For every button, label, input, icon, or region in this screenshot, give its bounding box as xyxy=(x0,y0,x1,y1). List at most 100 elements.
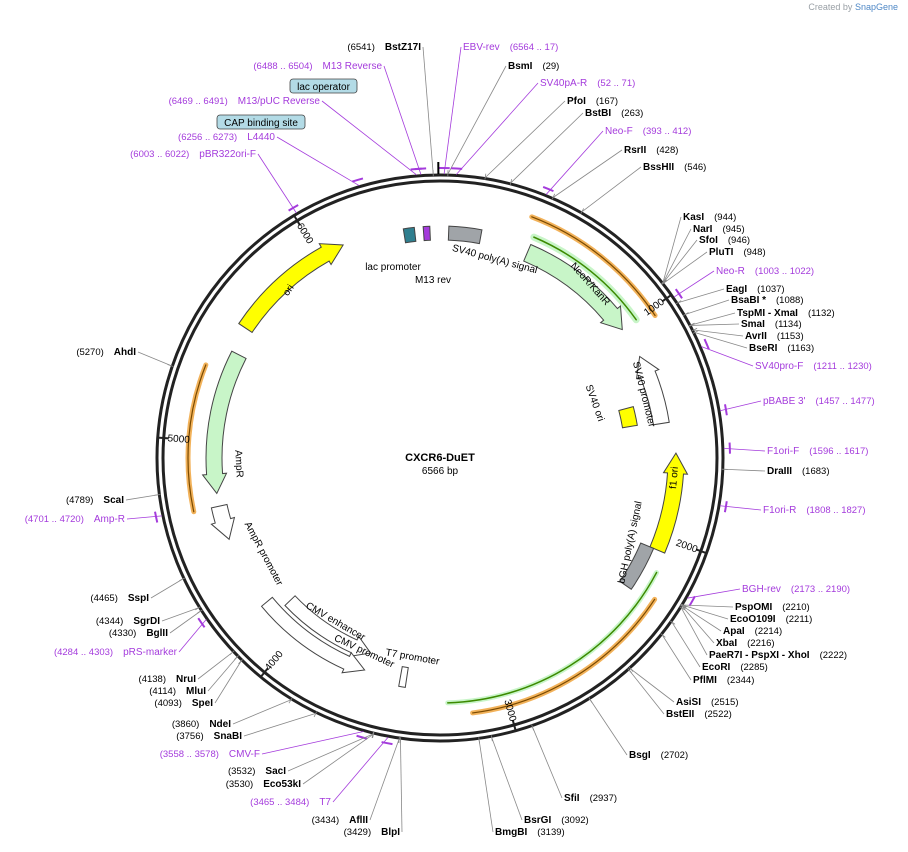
primer-label-sv40pro-f[interactable]: SV40pro-F(1211 .. 1230) xyxy=(755,361,872,372)
enzyme-label-aflii[interactable]: AflII(3434) xyxy=(312,815,369,826)
enzyme-label-apai[interactable]: ApaI(2214) xyxy=(723,626,782,637)
site-name: BmgBI xyxy=(495,827,527,838)
enzyme-label-pspomi[interactable]: PspOMI(2210) xyxy=(735,602,810,613)
tick-mark xyxy=(511,719,517,731)
primer-label-m13-puc-reverse[interactable]: M13/pUC Reverse(6469 .. 6491) xyxy=(169,96,321,107)
enzyme-label-eagi[interactable]: EagI(1037) xyxy=(726,284,785,295)
primer-label-f1ori-f[interactable]: F1ori-F(1596 .. 1617) xyxy=(767,446,868,457)
enzyme-label-snabi[interactable]: SnaBI(3756) xyxy=(176,731,242,742)
enzyme-label-kasi[interactable]: KasI(944) xyxy=(683,212,736,223)
primer-label-prs-marker[interactable]: pRS-marker(4284 .. 4303) xyxy=(54,647,178,658)
primer-label-f1ori-r[interactable]: F1ori-R(1808 .. 1827) xyxy=(763,505,866,516)
enzyme-label-rsrii[interactable]: RsrII(428) xyxy=(624,145,678,156)
tick-mark xyxy=(157,436,169,440)
enzyme-label-pluti[interactable]: PluTI(948) xyxy=(709,247,766,258)
enzyme-label-paer7i-pspxi-xhoi[interactable]: PaeR7I - PspXI - XhoI(2222) xyxy=(709,650,847,661)
site-name: BGH-rev xyxy=(742,584,781,595)
leader-line xyxy=(691,323,740,326)
enzyme-label-avrii[interactable]: AvrII(1153) xyxy=(745,331,804,342)
enzyme-label-asisi[interactable]: AsiSI (2515) xyxy=(676,697,738,708)
enzyme-label-sfii[interactable]: SfiI(2937) xyxy=(564,793,617,804)
site-position: (2216) xyxy=(747,638,774,649)
site-name: AvrII xyxy=(745,331,767,342)
primer-mark xyxy=(197,617,206,628)
site-mark xyxy=(238,659,243,665)
enzyme-label-bsrgi[interactable]: BsrGI(3092) xyxy=(524,815,589,826)
site-position: (2702) xyxy=(661,750,688,761)
site-position: (3756) xyxy=(176,731,203,742)
site-name: L4440 xyxy=(247,132,275,143)
enzyme-label-bstz17i[interactable]: BstZ17I(6541) xyxy=(347,42,421,53)
enzyme-label-bsteii[interactable]: BstEII(2522) xyxy=(666,709,732,720)
site-name: NdeI xyxy=(209,719,231,730)
enzyme-label-ahdi[interactable]: AhdI(5270) xyxy=(76,347,136,358)
site-position: (3434) xyxy=(312,815,339,826)
leader-line xyxy=(369,738,400,821)
primer-label-sv40pa-r[interactable]: SV40pA-R(52 .. 71) xyxy=(540,78,635,89)
enzyme-label-mlui[interactable]: MluI(4114) xyxy=(149,686,206,697)
site-position: (5270) xyxy=(76,347,103,358)
enzyme-label-nari[interactable]: NarI(945) xyxy=(693,224,745,235)
primer-label-neo-f[interactable]: Neo-F(393 .. 412) xyxy=(605,126,691,137)
site-labels: EBV-rev(6564 .. 17) BsmI(29) SV40pA-R(52 .… xyxy=(25,42,875,838)
enzyme-label-bglii[interactable]: BglII(4330) xyxy=(109,628,168,639)
site-mark xyxy=(154,494,161,496)
leader-line xyxy=(169,610,201,634)
enzyme-label-spei[interactable]: SpeI(4093) xyxy=(154,698,213,709)
enzyme-label-saci[interactable]: SacI(3532) xyxy=(228,766,286,777)
enzyme-label-xbai[interactable]: XbaI(2216) xyxy=(716,638,775,649)
primer-label-ebv-rev[interactable]: EBV-rev(6564 .. 17) xyxy=(463,42,558,53)
site-name: AsiSI xyxy=(676,697,701,708)
primer-label-t7[interactable]: T7(3465 .. 3484) xyxy=(250,797,331,808)
site-position: (6003 .. 6022) xyxy=(130,149,189,160)
enzyme-label-draiii[interactable]: DraIII(1683) xyxy=(767,466,829,477)
enzyme-label-tspmi-xmai[interactable]: TspMI - XmaI(1132) xyxy=(737,308,835,319)
primer-label-pbabe-3-[interactable]: pBABE 3' (1457 .. 1477) xyxy=(763,396,875,407)
enzyme-label-scai[interactable]: ScaI(4789) xyxy=(66,495,124,506)
enzyme-label-ecori[interactable]: EcoRI(2285) xyxy=(702,662,768,673)
enzyme-label-sfoi[interactable]: SfoI(946) xyxy=(699,235,750,246)
enzyme-label-bmgbi[interactable]: BmgBI(3139) xyxy=(495,827,565,838)
site-position: (2515) xyxy=(711,697,738,708)
enzyme-label-eco53ki[interactable]: Eco53kI(3530) xyxy=(226,779,301,790)
site-position: (1457 .. 1477) xyxy=(816,396,875,407)
site-mark xyxy=(691,327,698,332)
enzyme-label-bsmi[interactable]: BsmI(29) xyxy=(508,61,559,72)
site-position: (1596 .. 1617) xyxy=(809,446,868,457)
enzyme-label-blpi[interactable]: BlpI(3429) xyxy=(344,827,401,838)
enzyme-label-pfoi[interactable]: PfoI(167) xyxy=(567,96,618,107)
site-name: pBABE 3' xyxy=(763,396,806,407)
site-position: (2937) xyxy=(590,793,617,804)
primer-label-pbr322ori-f[interactable]: pBR322ori-F(6003 .. 6022) xyxy=(130,149,256,160)
leader-line xyxy=(197,651,233,680)
enzyme-label-bsshii[interactable]: BssHII(546) xyxy=(643,162,706,173)
primer-label-l4440[interactable]: L4440(6256 .. 6273) xyxy=(178,132,275,143)
leader-line xyxy=(422,46,434,175)
site-position: (2173 .. 2190) xyxy=(791,584,850,595)
site-name: BglII xyxy=(146,628,168,639)
primer-label-bgh-rev[interactable]: BGH-rev (2173 .. 2190) xyxy=(742,584,850,595)
credit-text: Created by xyxy=(808,2,853,12)
site-position: (4465) xyxy=(90,593,117,604)
enzyme-label-ecoo109i[interactable]: EcoO109I(2211) xyxy=(730,614,812,625)
tick-label: 4000 xyxy=(263,649,286,674)
enzyme-label-bstbi[interactable]: BstBI(263) xyxy=(585,108,643,119)
enzyme-label-bsabi-[interactable]: BsaBI *(1088) xyxy=(731,295,803,306)
enzyme-label-pflmi[interactable]: PflMI(2344) xyxy=(693,675,754,686)
enzyme-label-smai[interactable]: SmaI(1134) xyxy=(741,319,802,330)
site-mark xyxy=(234,655,239,660)
enzyme-label-bseri[interactable]: BseRI(1163) xyxy=(749,343,814,354)
primer-label-amp-r[interactable]: Amp-R(4701 .. 4720) xyxy=(25,514,125,525)
primer-label-neo-r[interactable]: Neo-R(1003 .. 1022) xyxy=(716,266,814,277)
enzyme-label-nrui[interactable]: NruI(4138) xyxy=(139,674,197,685)
site-name: PfoI xyxy=(567,96,586,107)
enzyme-label-bsgi[interactable]: BsgI(2702) xyxy=(629,750,688,761)
site-mark xyxy=(683,312,689,316)
leader-line xyxy=(589,699,628,756)
enzyme-label-sgrdi[interactable]: SgrDI(4344) xyxy=(96,616,160,627)
enzyme-label-sspi[interactable]: SspI(4465) xyxy=(90,593,149,604)
enzyme-label-ndei[interactable]: NdeI(3860) xyxy=(172,719,231,730)
primer-label-m13-reverse[interactable]: M13 Reverse(6488 .. 6504) xyxy=(253,61,382,72)
ampr-promoter-label: AmpR promoter xyxy=(242,520,285,588)
primer-label-cmv-f[interactable]: CMV-F(3558 .. 3578) xyxy=(160,749,260,760)
